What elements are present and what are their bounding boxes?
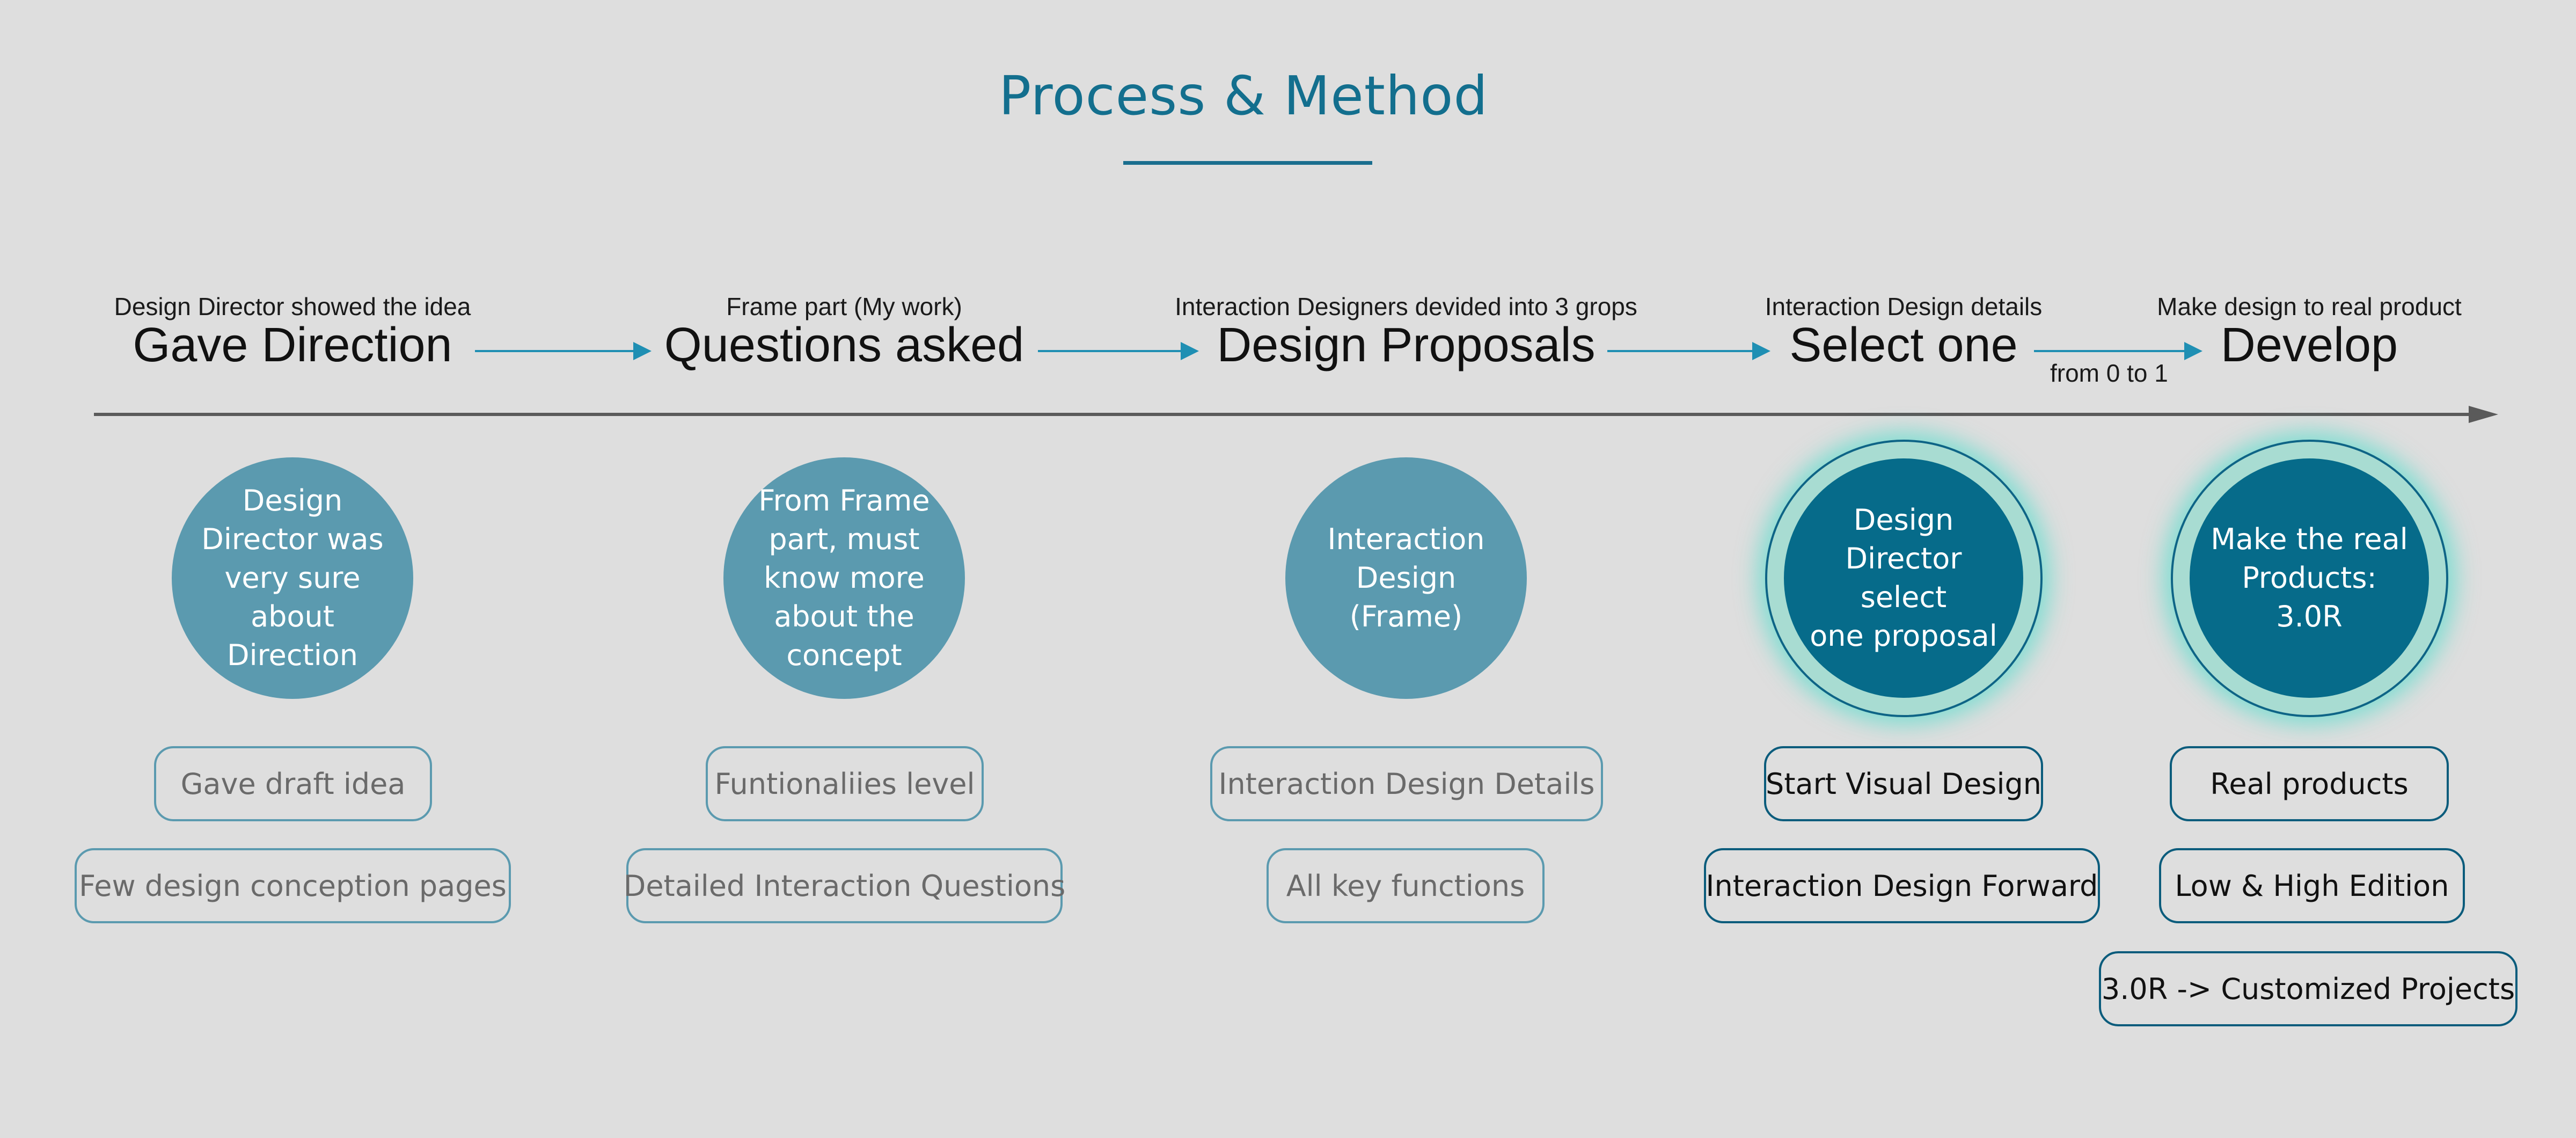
stage-tag: Interaction Design Details bbox=[1210, 746, 1603, 821]
circle-line: one proposal bbox=[1810, 619, 1997, 653]
stage-tag: 3.0R -> Customized Projects bbox=[2099, 951, 2518, 1026]
circle-line: Interaction bbox=[1327, 522, 1485, 556]
title-underline bbox=[1123, 161, 1372, 165]
circle-line: Design bbox=[1356, 561, 1457, 595]
timeline-arrowhead bbox=[2469, 406, 2498, 423]
stage-subtitle: Frame part (My work) bbox=[726, 293, 962, 320]
circle-line: part, must bbox=[769, 522, 920, 556]
stage-subtitle: Design Director showed the idea bbox=[114, 293, 471, 320]
stage-title: Select one bbox=[1789, 318, 2018, 372]
stage-subtitle: Interaction Design details bbox=[1765, 293, 2043, 320]
stage-subtitle: Interaction Designers devided into 3 gro… bbox=[1175, 293, 1637, 320]
stage-tag: Low & High Edition bbox=[2159, 848, 2465, 923]
circle-line: From Frame bbox=[758, 484, 930, 517]
stage-title: Design Proposals bbox=[1217, 318, 1596, 372]
circle-line: Products: bbox=[2242, 561, 2377, 595]
stage-title: Gave Direction bbox=[133, 318, 452, 372]
circle-line: about the bbox=[774, 600, 914, 633]
stage-circle: Interaction Design (Frame) bbox=[1285, 457, 1527, 699]
stage-tag: Gave draft idea bbox=[154, 746, 432, 821]
stage-title: Develop bbox=[2220, 318, 2398, 372]
circle-line: very sure bbox=[224, 561, 361, 595]
stage-tag: Detailed Interaction Questions bbox=[624, 848, 1065, 923]
circle-line: about bbox=[251, 600, 334, 633]
circle-line: know more bbox=[764, 561, 925, 595]
stage-tag: All key functions bbox=[1267, 848, 1545, 923]
stage-tag: Start Visual Design bbox=[1764, 746, 2043, 821]
stage-title: Questions asked bbox=[664, 318, 1024, 372]
stage-circle: From Frame part, must know more about th… bbox=[723, 457, 965, 699]
stage-circle: Make the real Products: 3.0R bbox=[2190, 458, 2429, 698]
stage-subtitle: Make design to real product bbox=[2157, 293, 2462, 320]
circle-line: 3.0R bbox=[2276, 600, 2343, 633]
stage-circle: Design Director select one proposal bbox=[1784, 458, 2023, 698]
stage-tag: Funtionaliies level bbox=[706, 746, 984, 821]
stage-tag: Few design conception pages bbox=[75, 848, 511, 923]
page-title: Process & Method bbox=[999, 64, 1488, 127]
connector-label: from 0 to 1 bbox=[2050, 359, 2168, 387]
circle-line: Direction bbox=[227, 638, 358, 672]
circle-line: (Frame) bbox=[1349, 600, 1463, 633]
circle-line: Design bbox=[1853, 503, 1954, 537]
stage-circle: Design Director was very sure about Dire… bbox=[172, 457, 413, 699]
stage-tag: Interaction Design Forward bbox=[1704, 848, 2100, 923]
circle-line: Director select bbox=[1845, 542, 1962, 614]
circle-line: Make the real bbox=[2211, 522, 2408, 556]
circle-line: concept bbox=[786, 638, 902, 672]
stage-tag: Real products bbox=[2170, 746, 2449, 821]
circle-line: Director was bbox=[201, 522, 384, 556]
circle-line: Design bbox=[242, 484, 343, 517]
